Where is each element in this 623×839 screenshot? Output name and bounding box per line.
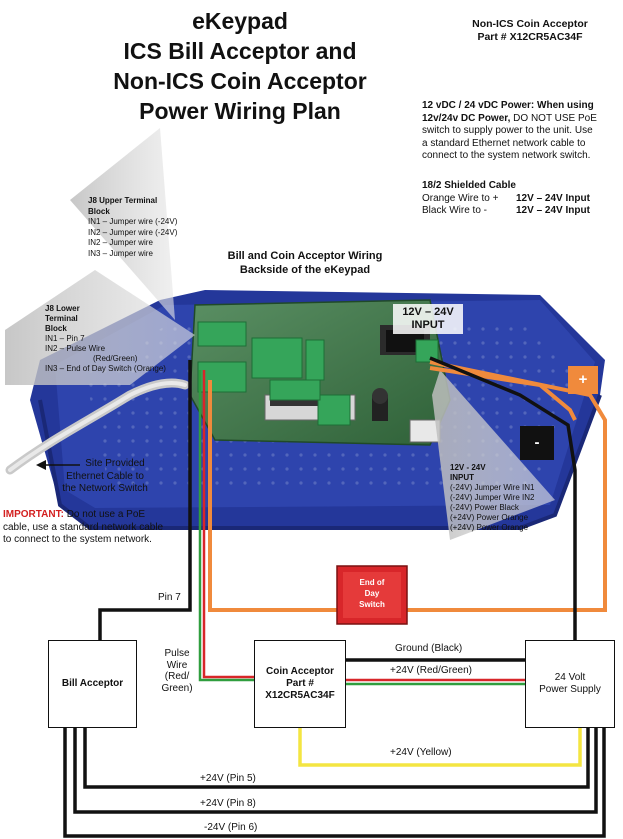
minus-terminal-marker [520,426,554,460]
cable-note: 18/2 Shielded Cable Orange Wire to +12V … [422,180,590,216]
end-of-day-switch [336,565,408,625]
power-note: 12 vDC / 24 vDC Power: When using 12v/24… [422,100,597,161]
coin-acceptor-part-heading: Non-ICS Coin Acceptor Part # X12CR5AC34F [472,18,588,43]
pulse-wire [198,370,255,682]
page-title: eKeypad ICS Bill Acceptor and Non-ICS Co… [113,8,367,124]
input-label: 12V – 24V INPUT [393,304,463,334]
end-of-day-switch-label: End of Day Switch [359,578,385,609]
minus-sign: - [534,434,540,451]
plus-terminal-marker [568,366,598,394]
wire-label-plus24-yellow: +24V (Yellow) [390,747,452,758]
wire-label-plus24-red-green: +24V (Red/Green) [390,665,472,676]
input-callout: 12V - 24V INPUT (-24V) Jumper Wire IN1 (… [450,463,535,532]
important-note: IMPORTANT: Do not use a PoE cable, use a… [3,509,164,545]
yellow-wire [298,725,582,767]
j8-upper-terminal-callout: J8 Upper Terminal Block IN1 – Jumper wir… [88,196,178,258]
plus24-red-green-wire [345,678,527,686]
wire-label-pin5: +24V (Pin 5) [200,773,256,784]
wire-label-ground: Ground (Black) [395,643,463,654]
wire-label-pin8: +24V (Pin 8) [200,798,256,809]
wire-label-pin6: -24V (Pin 6) [204,822,258,833]
j8-upper-callout-cone [70,128,175,320]
ethernet-arrow [36,460,80,470]
black-wires [98,356,577,662]
power-supply-box: 24 Volt Power Supply [525,640,615,728]
terminal-blocks [197,321,439,426]
j8-lower-terminal-callout: J8 Lower Terminal Block IN1 – Pin 7 IN2 … [45,304,166,373]
orange-wires [208,360,607,612]
backside-heading: Bill and Coin Acceptor Wiring Backside o… [227,250,383,276]
ethernet-note: Site Provided Ethernet Cable to the Netw… [62,458,148,494]
bill-acceptor-box: Bill Acceptor [48,640,137,728]
wire-label-pulse: Pulse Wire (Red/ Green) [161,648,193,694]
plus-sign: + [578,371,588,388]
j8-lower-callout-cone [5,270,195,385]
wire-label-pin7: Pin 7 [158,592,181,603]
coin-acceptor-box: Coin Acceptor Part # X12CR5AC34F [254,640,346,728]
bill-acceptor-power-wires [63,726,606,838]
input-callout-cone [432,370,555,540]
